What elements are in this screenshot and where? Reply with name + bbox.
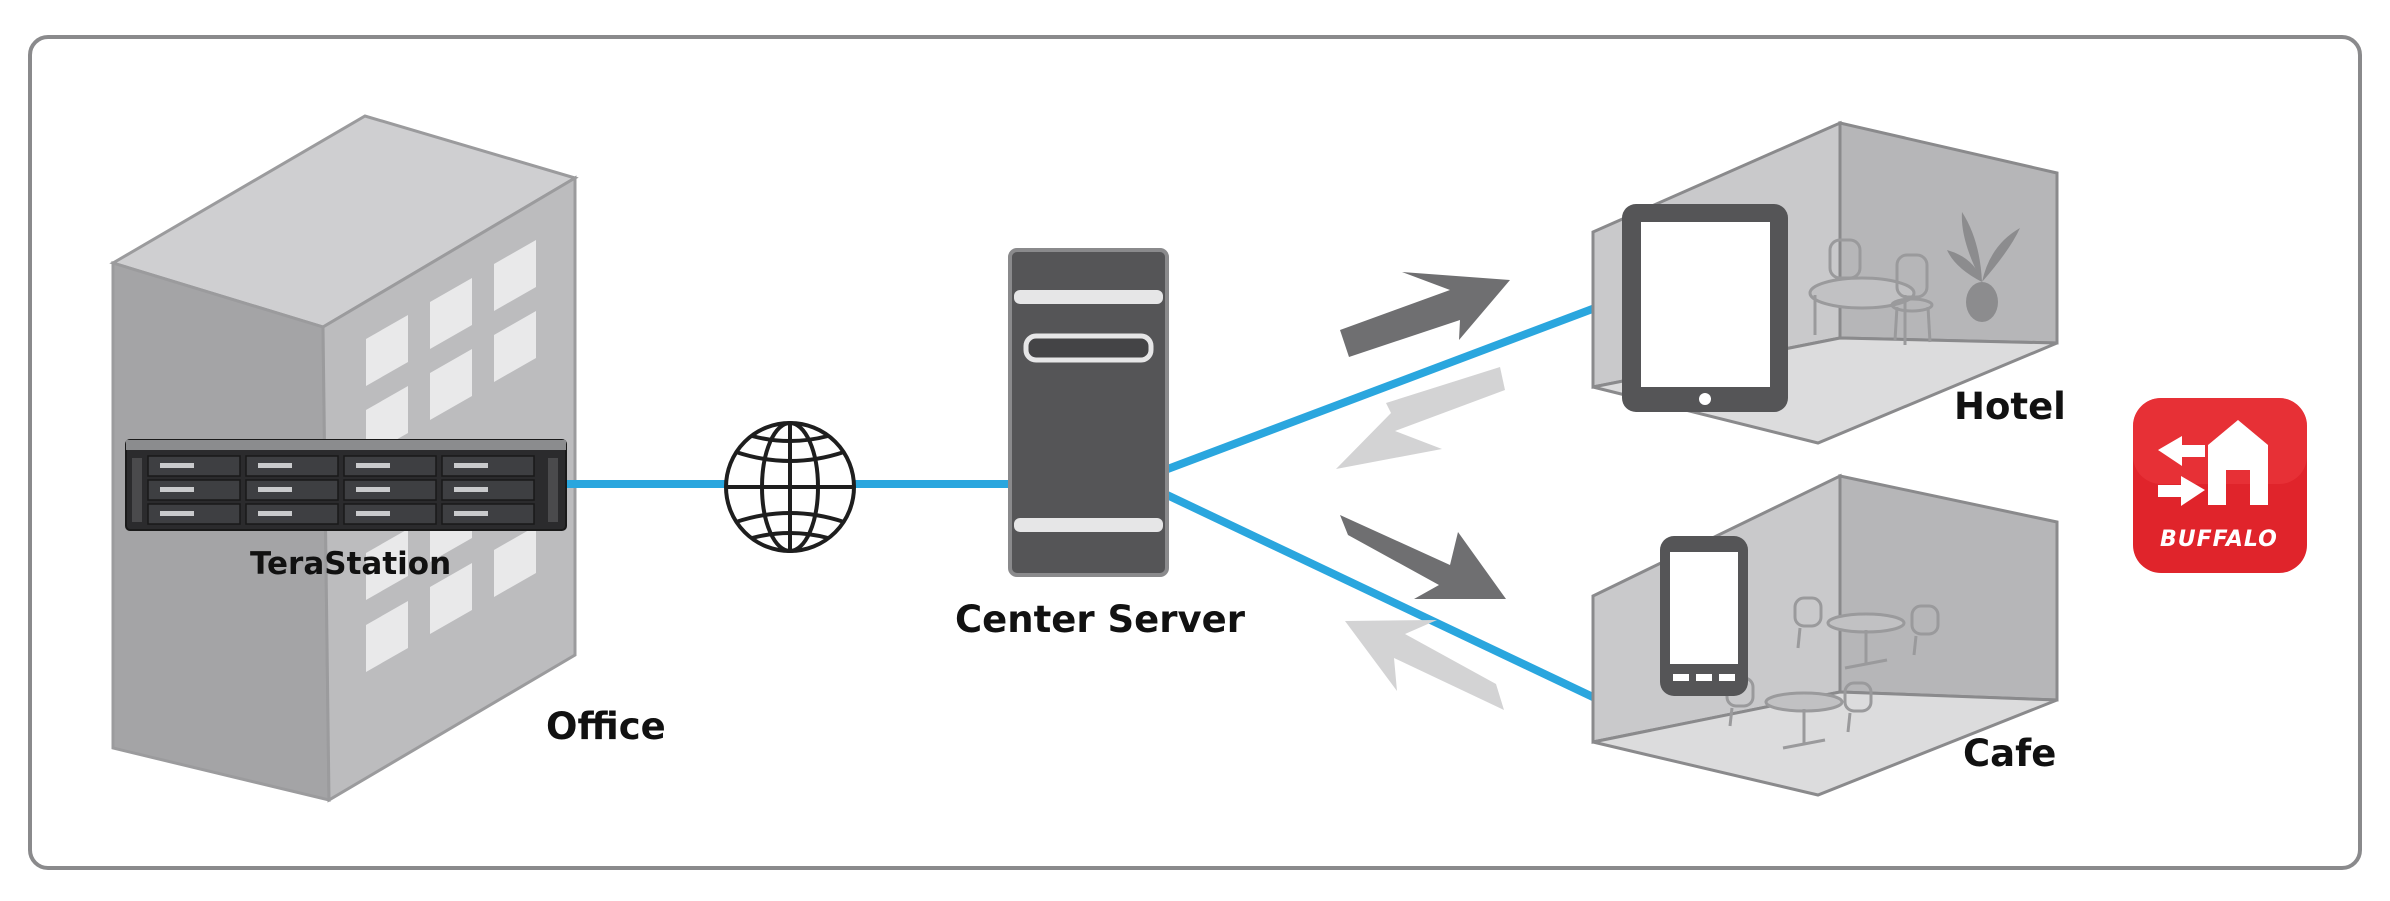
sync-arrows (1336, 272, 1510, 710)
link-server-hotel (1163, 304, 1597, 474)
nas-device-icon (125, 439, 567, 531)
cafe-label: Cafe (1963, 732, 2057, 775)
cafe-room-icon (1591, 473, 2059, 797)
terastation-label: TeraStation (250, 546, 452, 582)
hotel-label: Hotel (1954, 385, 2066, 428)
tablet-icon (1622, 204, 1788, 412)
arrow-download-hotel (1336, 367, 1505, 469)
arrow-upload-hotel (1340, 272, 1510, 357)
globe-icon (724, 421, 856, 553)
center-server-label: Center Server (955, 598, 1245, 641)
smartphone-icon (1660, 536, 1748, 696)
link-server-cafe (1163, 490, 1597, 702)
buffalo-logo-icon (2133, 398, 2307, 573)
office-building-icon (109, 114, 579, 803)
server-icon (1008, 248, 1169, 577)
arrow-upload-cafe (1340, 515, 1506, 599)
office-label: Office (546, 705, 666, 748)
arrow-download-cafe (1345, 620, 1504, 710)
buffalo-logo-text: BUFFALO (2160, 527, 2278, 552)
